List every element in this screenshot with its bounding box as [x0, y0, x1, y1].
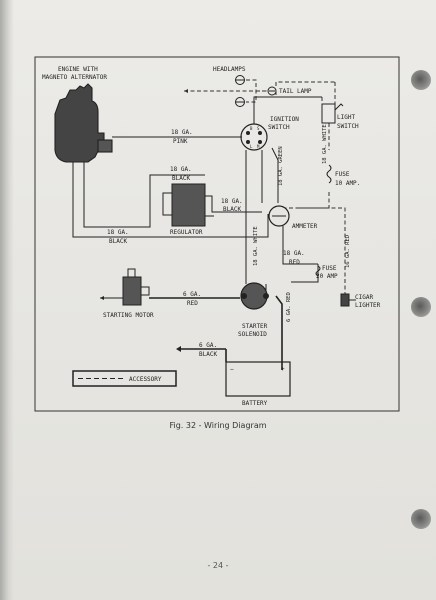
- black-wire-top-label-line1: 18 GA.: [170, 166, 192, 173]
- solenoid-label-line1: STARTER: [242, 323, 268, 330]
- cigar-lighter-icon: [340, 293, 356, 307]
- ignition-label-line2: SWITCH: [268, 124, 290, 131]
- ammeter-label: AMMETER: [292, 223, 318, 230]
- battery-plus-icon: +: [281, 366, 285, 373]
- punch-hole-top: [411, 70, 431, 90]
- red-wire-6-motor-label-line2: RED: [187, 300, 198, 307]
- white-wire-mid-label: 18 GA. WHITE: [253, 226, 259, 266]
- accessory-legend-label: ACCESSORY: [129, 376, 162, 383]
- red-wire-6-solenoid-label: 6 GA. RED: [286, 292, 292, 322]
- battery-minus-icon: −: [230, 366, 234, 373]
- cigar-lighter-label-line2: LIGHTER: [355, 302, 381, 309]
- punch-hole-bottom: [411, 509, 431, 529]
- red-wire-16-label: 16 GA. RED: [345, 235, 351, 268]
- arrow-left-icon: [184, 89, 188, 93]
- solenoid-battery-cable: [275, 295, 283, 370]
- red-wire-18-label-line2: RED: [289, 259, 300, 266]
- page-number: - 24 -: [207, 561, 229, 570]
- black-wire-reg-label-line1: 18 GA.: [221, 198, 243, 205]
- regulator-label: REGULATOR: [170, 229, 203, 236]
- pink-wire-label-line1: 18 GA.: [171, 129, 193, 136]
- black-wire-left-label-line1: 18 GA.: [107, 229, 129, 236]
- black-wire-6-label-line1: 6 GA.: [199, 342, 217, 349]
- light-switch-label-line2: SWITCH: [337, 123, 359, 130]
- ammeter-icon: [268, 205, 290, 227]
- green-wire-label: 18 GA. GREEN: [278, 146, 284, 186]
- black-wire-left-label-line2: BLACK: [109, 238, 127, 245]
- ignition-terminal-m: M: [257, 144, 260, 149]
- fuse-10-label-line1: FUSE: [335, 171, 350, 178]
- ignition-terminal-l: L: [250, 144, 253, 149]
- engine-label-line1: ENGINE WITH: [58, 66, 98, 73]
- white-wire-top-label: 18 GA. WHITE: [322, 124, 328, 164]
- black-wire-6-label-line2: BLACK: [199, 351, 217, 358]
- regulator-wires: [205, 195, 262, 217]
- tail-lamp-label: TAIL LAMP: [279, 88, 312, 95]
- fuse-20-label-line1: FUSE: [322, 265, 337, 272]
- arrow-left-icon: [100, 296, 104, 300]
- engine-label-line2: MAGNETO ALTERNATOR: [42, 74, 107, 81]
- ammeter-wires: [282, 226, 319, 283]
- starter-solenoid-icon: [240, 282, 269, 310]
- ignition-switch-icon: [240, 123, 268, 151]
- ignition-terminal-s: S: [257, 126, 260, 131]
- starting-motor-label: STARTING MOTOR: [103, 312, 154, 319]
- red-wire-18-label-line1: 18 GA.: [283, 250, 305, 257]
- engine-alternator: [54, 83, 113, 163]
- solenoid-label-line2: SOLENOID: [238, 331, 267, 338]
- headlamp-icon-upper: [235, 75, 245, 85]
- headlamps-label: HEADLAMPS: [213, 66, 246, 73]
- regulator-bracket: [162, 192, 173, 216]
- engine-leads: [72, 136, 269, 238]
- ignition-label-line1: IGNITION: [270, 116, 299, 123]
- ignition-wires: [245, 96, 322, 284]
- black-wire-reg-label-line2: BLACK: [223, 206, 241, 213]
- figure-caption: Fig. 32 - Wiring Diagram: [169, 421, 267, 430]
- arrow-left-icon: [176, 346, 181, 352]
- fuse-10-label-line2: 10 AMP.: [335, 180, 360, 187]
- fuse-10-icon: [326, 164, 332, 184]
- tail-lamp-icon: [267, 86, 277, 96]
- battery-label: BATTERY: [242, 400, 268, 407]
- punch-hole-middle: [411, 297, 431, 317]
- accessory-legend-box: [72, 370, 177, 387]
- battery-box: [225, 361, 291, 397]
- fuse-20-label-line2: 20 AMP: [316, 273, 338, 280]
- black-wire-top-label-line2: BLACK: [172, 175, 190, 182]
- fuse-20-icon: [315, 265, 321, 277]
- binding-shadow: [0, 0, 14, 600]
- accessory-wiring: [184, 79, 346, 298]
- starting-motor-icon: [122, 268, 150, 306]
- headlamp-icon-lower: [235, 97, 245, 107]
- red-wire-6-motor-label-line1: 6 GA.: [183, 291, 201, 298]
- light-switch-label-line1: LIGHT: [337, 114, 355, 121]
- cigar-lighter-label-line1: CIGAR: [355, 294, 373, 301]
- ignition-terminal-b: B: [250, 126, 253, 131]
- light-switch-icon: [321, 103, 344, 124]
- diagram-frame: [34, 56, 400, 412]
- regulator-box: [171, 183, 206, 227]
- pink-wire-label-line2: PINK: [173, 138, 188, 145]
